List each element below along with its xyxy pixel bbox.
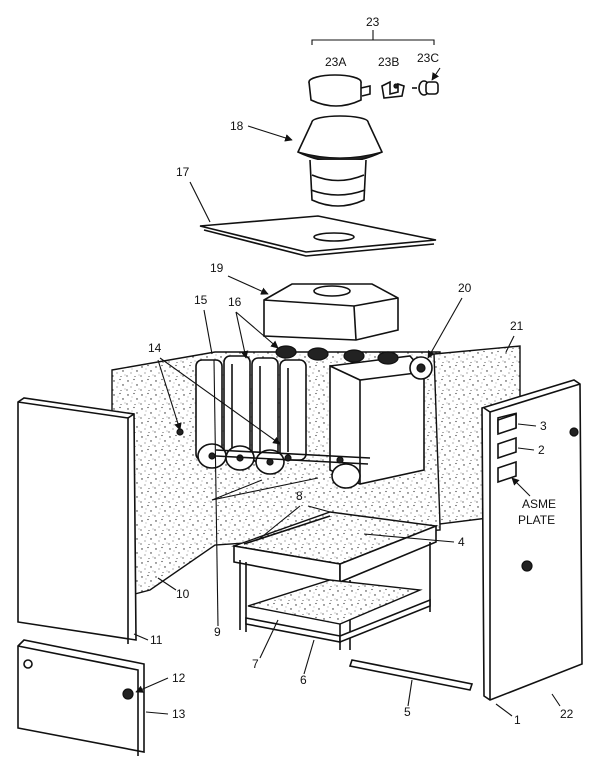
label-14: 14 [148,341,162,355]
label-18: 18 [230,119,244,133]
part-11-left-panel: 11 [17,397,163,647]
label-7: 7 [252,657,259,671]
label-9: 9 [214,625,221,639]
label-17: 17 [176,165,190,179]
label-23: 23 [366,15,380,29]
label-22: 22 [560,707,574,721]
label-23b: 23B [378,55,399,69]
part-23a-collar: 23A [308,55,371,107]
label-19: 19 [210,261,224,275]
label-8: 8 [296,489,303,503]
label-3: 3 [540,419,547,433]
label-4: 4 [458,535,465,549]
part-22-right-panel: 3 2 ASME PLATE 22 1 [481,379,583,727]
label-21: 21 [510,319,524,333]
part-4-burner-tray: 8 4 [231,489,465,584]
part-heat-exchanger: 20 15 16 [194,281,472,485]
part-13-lower-panel: 12 13 [17,639,186,756]
label-10: 10 [176,587,190,601]
part-23c-screw: 23C [412,51,441,96]
part-5-strip: 5 [348,659,474,719]
label-23c: 23C [417,51,439,65]
part-23-group: 23 [311,15,435,45]
label-23a: 23A [325,55,346,69]
label-2: 2 [538,443,545,457]
part-17-top-plate: 17 [176,165,437,257]
label-6: 6 [300,673,307,687]
label-11: 11 [150,633,163,647]
label-5: 5 [404,705,411,719]
label-16: 16 [228,295,242,309]
part-6-base-frame: 7 6 [239,542,431,687]
label-13: 13 [172,707,186,721]
label-20: 20 [458,281,472,295]
part-23b-clip: 23B [378,55,405,99]
label-1: 1 [514,713,521,727]
asme-plate-label-2: PLATE [518,513,555,527]
label-15: 15 [194,293,208,307]
part-19-flue-collector: 19 [210,261,399,341]
label-12: 12 [172,671,186,685]
part-18-draft-hood: 18 [230,115,384,207]
asme-plate-label-1: ASME [522,497,556,511]
part-burners-manifold: 14 9 [148,341,371,639]
